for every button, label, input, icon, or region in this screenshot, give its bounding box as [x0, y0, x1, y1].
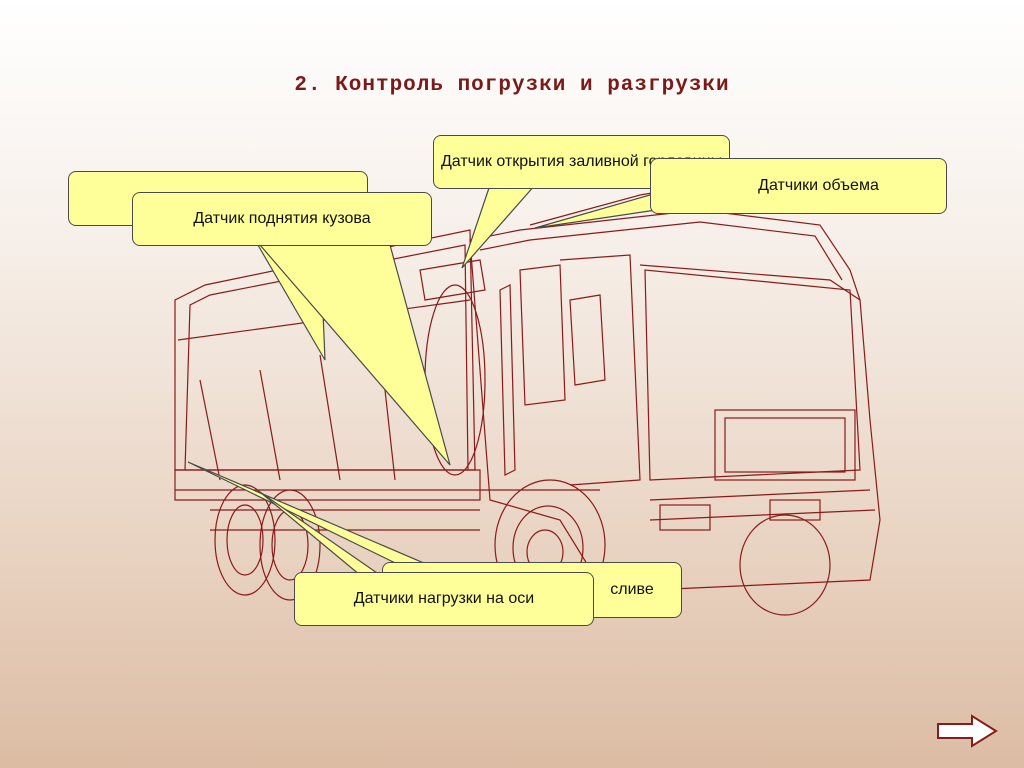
pointer-axle-1 [187, 461, 442, 576]
callout-axle-load: Датчики нагрузки на оси [294, 572, 594, 626]
callout-volume: Датчики объема [650, 158, 947, 214]
callout-body-lift: Датчик поднятия кузова [132, 192, 432, 246]
right-arrow-icon[interactable] [936, 714, 998, 748]
pointer-axle-2 [259, 491, 382, 576]
slide-title: 2. Контроль погрузки и разгрузки [294, 74, 730, 97]
pointer-filler [461, 184, 537, 269]
cabin-outline [469, 209, 881, 591]
